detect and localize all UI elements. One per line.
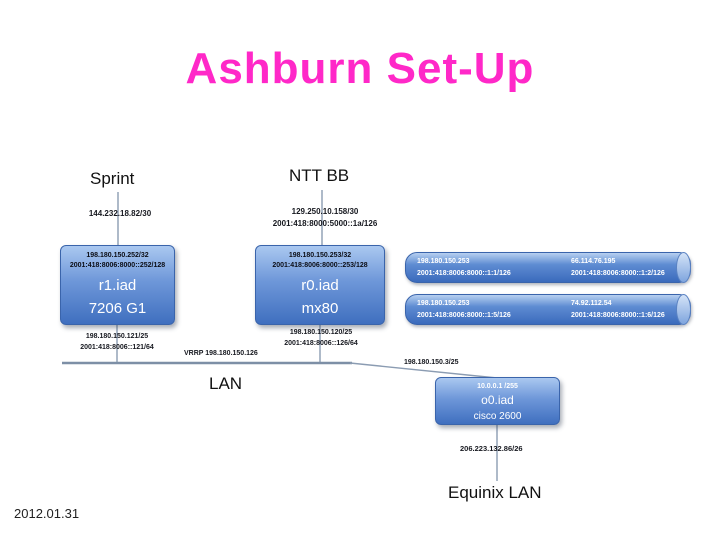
tunnel-cylinder-1: 198.180.150.253 2001:418:8006:8000::1:1/… bbox=[405, 252, 691, 283]
branch-ip-label: 198.180.150.3/25 bbox=[404, 359, 459, 366]
tunnel2-near-ip4: 198.180.150.253 bbox=[417, 300, 470, 307]
tunnel2-near-ip6: 2001:418:8006:8000::1:5/126 bbox=[417, 311, 511, 319]
r1-lan-ip4: 198.180.150.121/25 bbox=[85, 333, 149, 340]
vrrp-label: VRRP 198.180.150.126 bbox=[184, 350, 258, 357]
r0-hostname: r0.iad bbox=[301, 277, 339, 295]
tunnel2-far-end: 74.92.112.54 2001:418:8006:8000::1:6/126 bbox=[571, 298, 665, 322]
tunnel1-far-ip4: 66.114.76.195 bbox=[571, 258, 616, 265]
r0-model: mx80 bbox=[301, 299, 339, 317]
r0-loopback-ip4: 198.180.150.253/32 bbox=[288, 252, 352, 259]
tunnel1-near-end: 198.180.150.253 2001:418:8006:8000::1:1/… bbox=[417, 256, 511, 280]
r1-lan-ips: 198.180.150.121/25 2001:418:8006::121/64 bbox=[61, 332, 173, 353]
r0-lan-ips: 198.180.150.120/25 2001:418:8006::126/64 bbox=[262, 328, 380, 349]
r1-model: 7206 G1 bbox=[88, 299, 147, 317]
equinix-lan-label: Equinix LAN bbox=[448, 483, 542, 502]
sprint-uplink-ip: 144.232.18.82/30 bbox=[88, 209, 152, 218]
o0-hostname: o0.iad bbox=[481, 393, 514, 408]
o0-ip: 10.0.0.1 /255 bbox=[477, 383, 518, 390]
r1-hostname: r1.iad bbox=[98, 277, 137, 295]
ntt-ip4: 129.250.10.158/30 bbox=[291, 207, 359, 216]
o0-model: cisco 2600 bbox=[473, 410, 522, 422]
r1-lan-ip6: 2001:418:8006::121/64 bbox=[80, 343, 154, 351]
uplink-label-ntt: NTT BB bbox=[289, 166, 350, 185]
tunnel2-near-end: 198.180.150.253 2001:418:8006:8000::1:5/… bbox=[417, 298, 511, 322]
tunnel1-far-end: 66.114.76.195 2001:418:8006:8000::1:2/12… bbox=[571, 256, 665, 280]
tunnel-cylinder-2: 198.180.150.253 2001:418:8006:8000::1:5/… bbox=[405, 294, 691, 325]
cylinder-cap-icon bbox=[676, 294, 691, 325]
r1-loopback-ip6: 2001:418:8006:8000::252/128 bbox=[69, 262, 166, 270]
tunnel2-far-ip6: 2001:418:8006:8000::1:6/126 bbox=[571, 311, 665, 319]
tunnel2-far-ip4: 74.92.112.54 bbox=[571, 300, 612, 307]
slide-date: 2012.01.31 bbox=[14, 506, 80, 521]
lan-branch-line bbox=[349, 362, 498, 379]
router-box-r0: 198.180.150.253/32 2001:418:8006:8000::2… bbox=[255, 245, 385, 325]
slide-title: Ashburn Set-Up bbox=[185, 44, 535, 93]
tunnel1-near-ip6: 2001:418:8006:8000::1:1/126 bbox=[417, 269, 511, 277]
r0-loopback-ip6: 2001:418:8006:8000::253/128 bbox=[272, 262, 368, 270]
ntt-ip6: 2001:418:8000:5000::1a/126 bbox=[272, 219, 378, 228]
r0-lan-ip4: 198.180.150.120/25 bbox=[289, 329, 353, 336]
router-box-r1: 198.180.150.252/32 2001:418:8006:8000::2… bbox=[60, 245, 175, 325]
lan-label: LAN bbox=[209, 374, 243, 393]
uplink-label-sprint: Sprint bbox=[90, 169, 135, 188]
r1-loopback-ip4: 198.180.150.252/32 bbox=[86, 252, 149, 259]
tunnel1-far-ip6: 2001:418:8006:8000::1:2/126 bbox=[571, 269, 665, 277]
access-box-o0: 10.0.0.1 /255 o0.iad cisco 2600 bbox=[435, 377, 560, 425]
equinix-ip-label: 206.223.132.86/26 bbox=[460, 444, 523, 453]
tunnel1-near-ip4: 198.180.150.253 bbox=[417, 258, 470, 265]
r0-lan-ip6: 2001:418:8006::126/64 bbox=[284, 339, 358, 347]
cylinder-cap-icon bbox=[676, 252, 691, 283]
ntt-uplink-ips: 129.250.10.158/30 2001:418:8000:5000::1a… bbox=[250, 206, 400, 230]
